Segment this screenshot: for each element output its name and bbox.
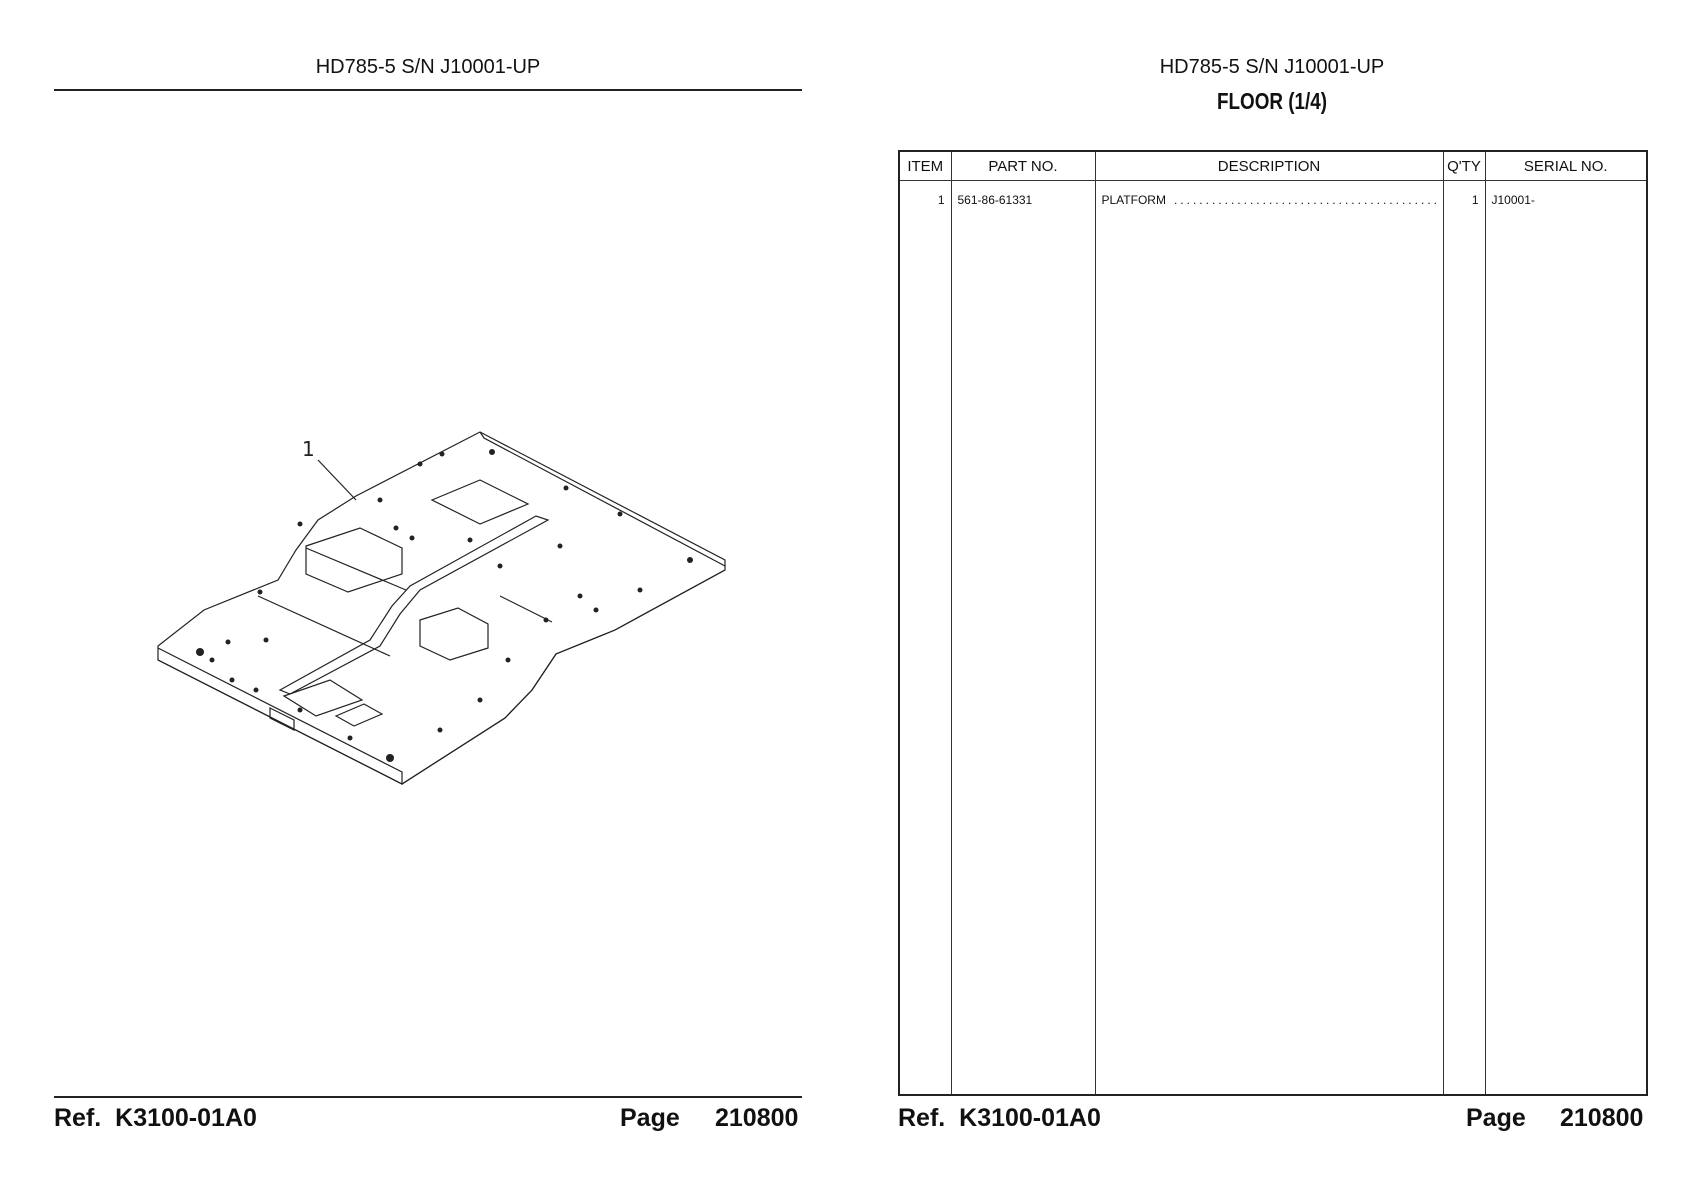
platform-illustration: 1 xyxy=(157,431,726,785)
page-number: 210800 xyxy=(1560,1104,1644,1132)
cell-qty: 1 xyxy=(1442,180,1486,1095)
right-footer-ref: Ref. K3100-01A0 xyxy=(898,1104,1101,1133)
left-footer-rule xyxy=(54,1096,802,1098)
table-header-row: ITEM PART NO. DESCRIPTION Q'TY SERIAL NO… xyxy=(898,150,1648,181)
table-row: 1 561-86-61331 PLATFORM 1 J10001- xyxy=(898,180,1648,1095)
ref-code: K3100-01A0 xyxy=(959,1104,1101,1132)
description-text: PLATFORM xyxy=(1101,193,1166,207)
cell-part-no: 561-86-61331 xyxy=(950,180,1096,1095)
col-qty: Q'TY xyxy=(1442,150,1486,181)
left-footer-ref: Ref. K3100-01A0 xyxy=(54,1104,257,1133)
page-label: Page xyxy=(620,1104,680,1132)
ref-label: Ref. xyxy=(898,1104,946,1132)
page-label: Page xyxy=(1466,1104,1526,1132)
right-footer-page-number: 210800 xyxy=(1560,1104,1643,1133)
ref-label: Ref. xyxy=(54,1104,102,1132)
right-page-header: HD785-5 S/N J10001-UP xyxy=(1159,56,1385,78)
cell-description: PLATFORM xyxy=(1094,180,1444,1095)
left-header-rule xyxy=(54,89,802,91)
section-title: FLOOR (1/4) xyxy=(1216,88,1328,114)
cell-serial-no: J10001- xyxy=(1484,180,1648,1095)
col-serial-no: SERIAL NO. xyxy=(1484,150,1648,181)
col-description: DESCRIPTION xyxy=(1094,150,1444,181)
page-number: 210800 xyxy=(715,1104,799,1132)
left-footer-page-number: 210800 xyxy=(715,1104,798,1133)
left-page-header: HD785-5 S/N J10001-UP xyxy=(315,56,541,78)
cell-item: 1 xyxy=(898,180,952,1095)
ref-code: K3100-01A0 xyxy=(115,1104,257,1132)
parts-table: ITEM PART NO. DESCRIPTION Q'TY SERIAL NO… xyxy=(898,150,1648,1096)
col-item: ITEM xyxy=(898,150,952,181)
right-footer-page: Page xyxy=(1466,1104,1526,1133)
callout-number: 1 xyxy=(302,437,315,461)
col-part-no: PART NO. xyxy=(950,150,1096,181)
left-footer-page: Page xyxy=(620,1104,680,1133)
leader-dots xyxy=(1174,193,1437,207)
